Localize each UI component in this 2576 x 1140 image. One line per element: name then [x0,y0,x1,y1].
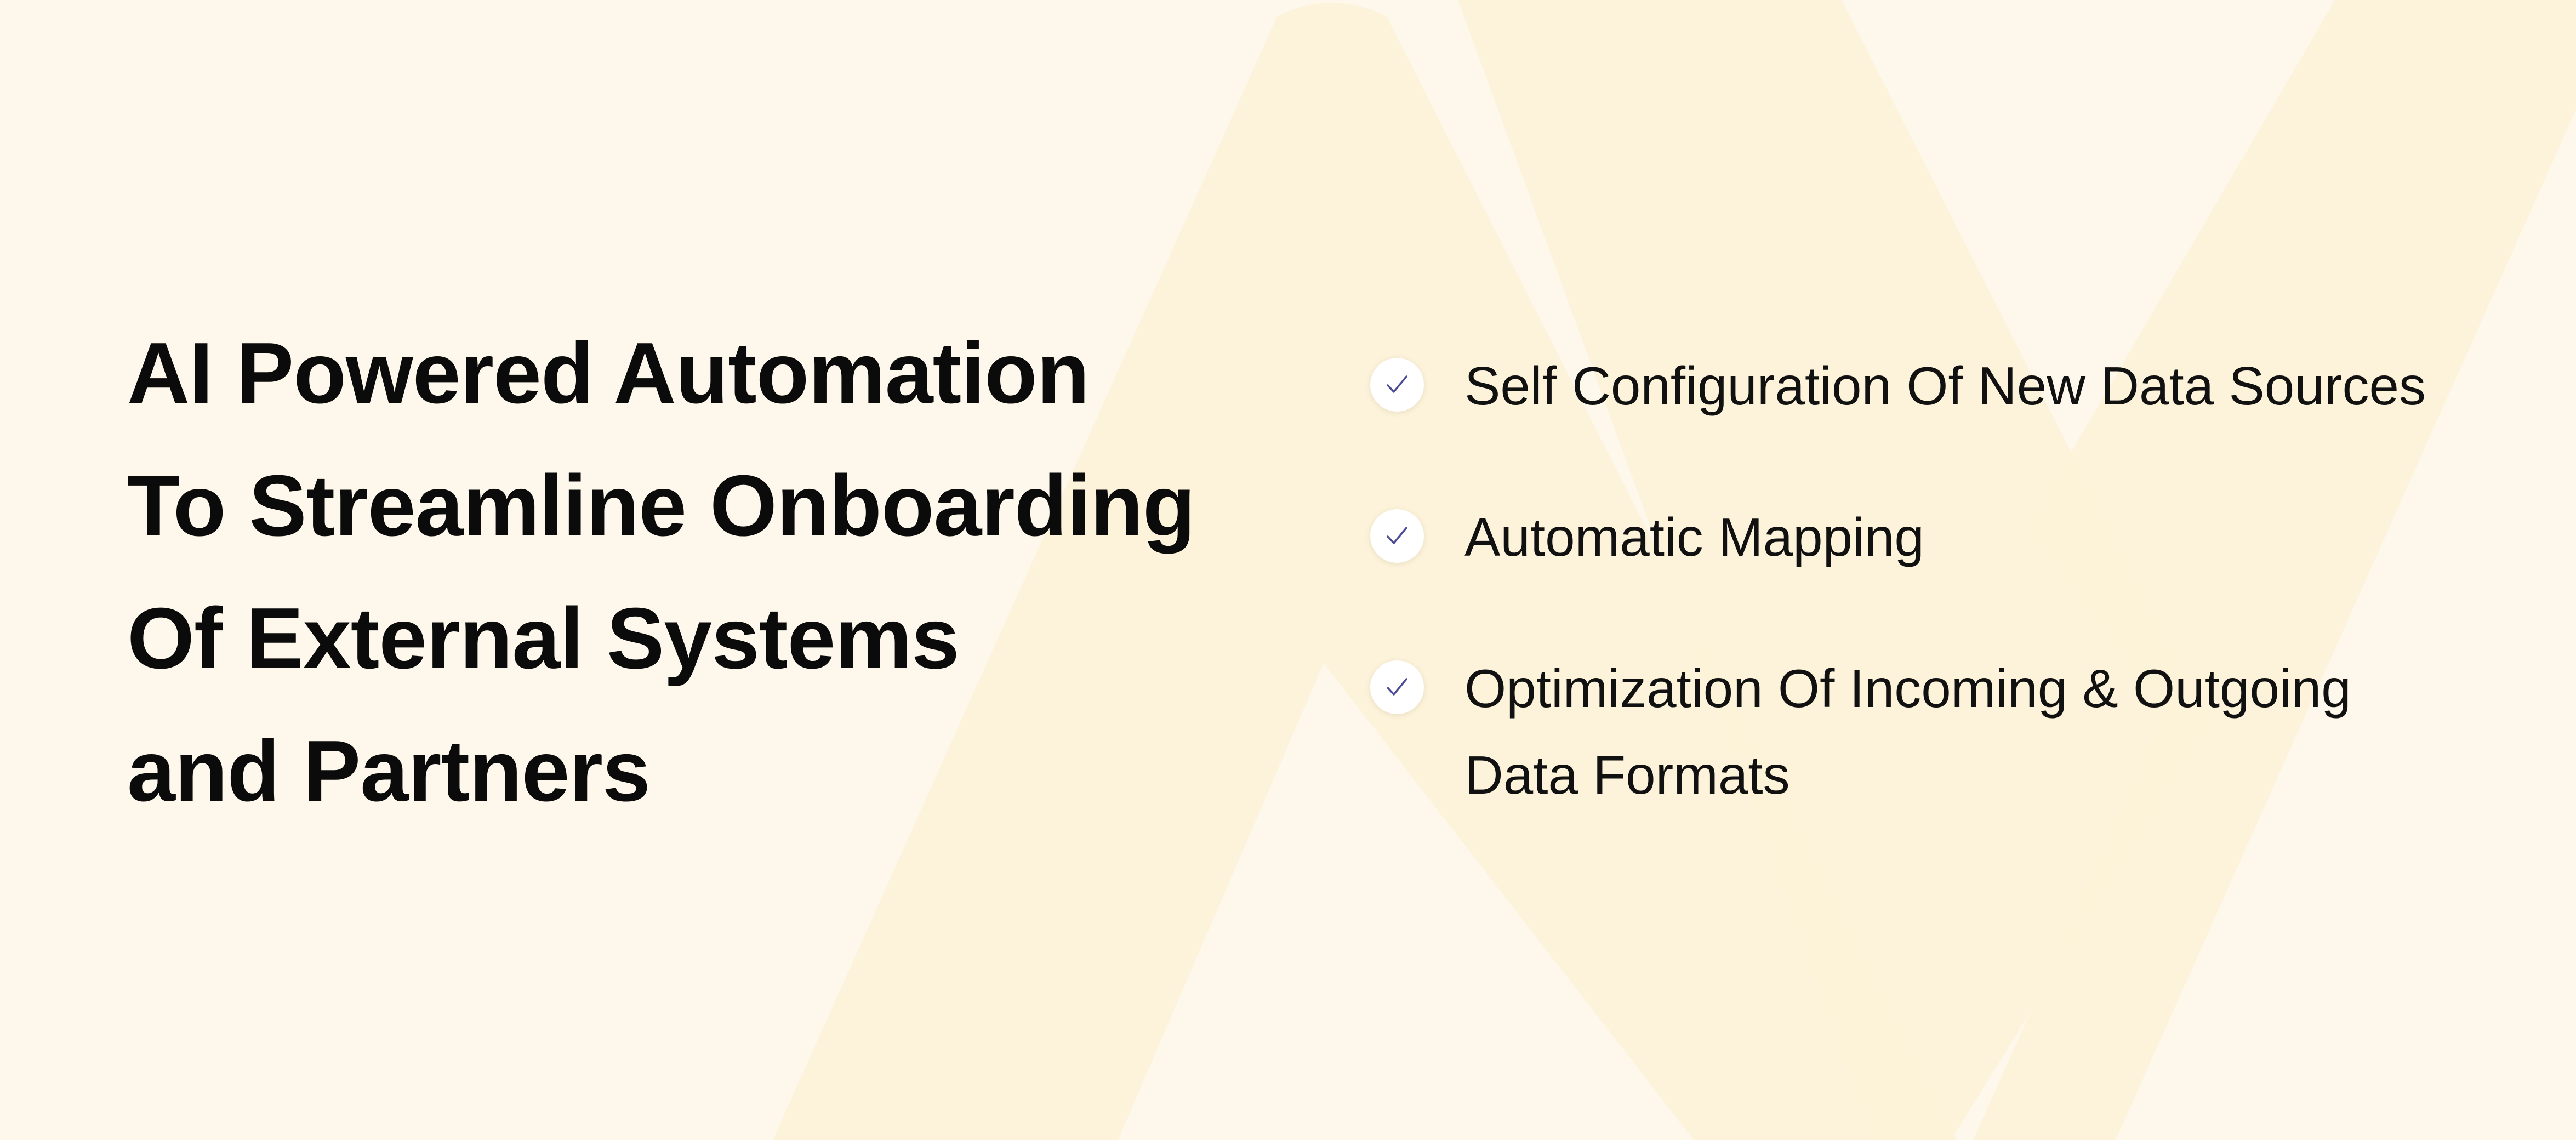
feature-item-optimization: Optimization Of Incoming & Outgoing Data… [1370,645,2466,818]
watermark-shape [773,3,1957,1140]
feature-list: Self Configuration Of New Data Sources A… [1370,343,2466,818]
headline-line-4: and Partners [127,723,651,819]
feature-label: Self Configuration Of New Data Sources [1464,356,2426,416]
watermark-shape-right [1973,0,2576,1140]
headline: AI Powered Automation To Streamline Onbo… [127,307,1278,837]
feature-label: Automatic Mapping [1464,507,1924,567]
watermark-shape-secondary [1458,0,2209,1140]
feature-label: Optimization Of Incoming & Outgoing Data… [1464,658,2351,805]
check-icon [1370,358,1424,412]
headline-line-1: AI Powered Automation [127,325,1090,421]
headline-line-3: Of External Systems [127,590,960,687]
check-icon [1370,509,1424,563]
feature-item-self-configuration: Self Configuration Of New Data Sources [1370,343,2466,429]
check-icon [1370,660,1424,714]
feature-item-automatic-mapping: Automatic Mapping [1370,494,2466,580]
headline-line-2: To Streamline Onboarding [127,458,1195,554]
